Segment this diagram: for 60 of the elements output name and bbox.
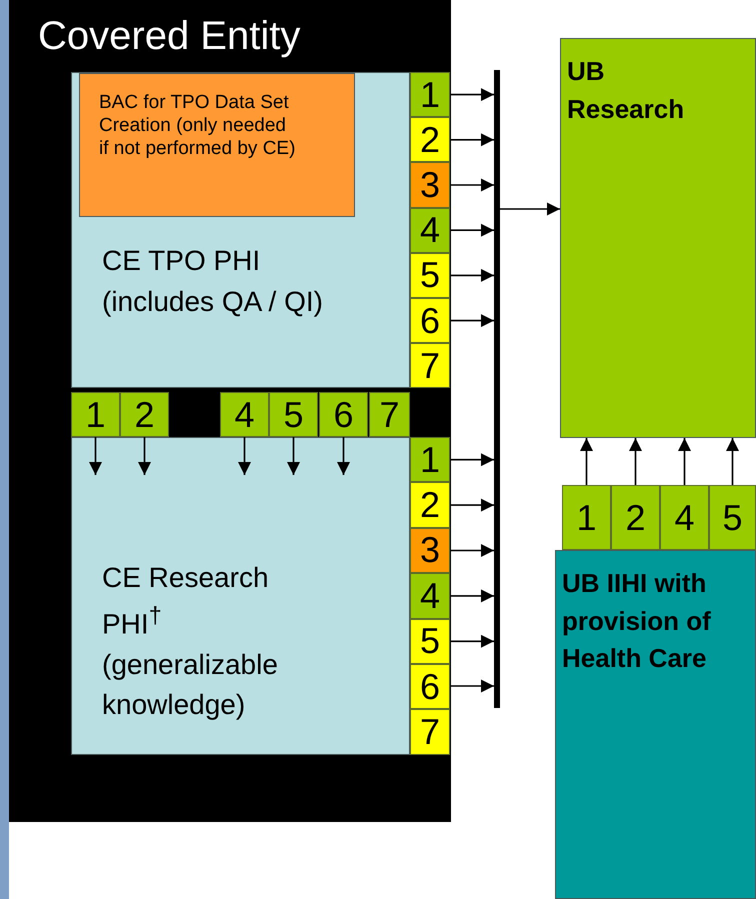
number-cell: 2 xyxy=(611,485,660,550)
number-cell: 3 xyxy=(410,162,450,208)
number-cell: 1 xyxy=(410,437,450,482)
arrow xyxy=(450,88,494,102)
number-cell: 3 xyxy=(410,528,450,574)
side-band xyxy=(0,0,9,899)
arrow xyxy=(678,438,691,485)
arrow xyxy=(337,437,350,475)
data-box xyxy=(71,437,410,755)
arrow xyxy=(580,438,593,485)
arrow xyxy=(450,133,494,146)
arrow xyxy=(450,680,494,692)
number-cell: 6 xyxy=(410,664,450,710)
number-cell: 1 xyxy=(562,485,611,550)
number-cell: 7 xyxy=(410,709,450,755)
data-box xyxy=(71,72,410,388)
arrow xyxy=(138,437,151,475)
number-cell: 1 xyxy=(410,72,450,118)
arrow xyxy=(450,589,494,602)
arrow xyxy=(450,268,494,282)
box-label: CE Research PHI$^{†}$ (generalizable knowledge) xyxy=(102,561,279,722)
arrow xyxy=(287,437,300,475)
arrow xyxy=(450,178,494,192)
arrow xyxy=(500,202,560,216)
arrow xyxy=(450,314,494,328)
arrow xyxy=(238,437,251,475)
box-label: CE TPO PHI (includes QA / QI) xyxy=(102,244,324,319)
entity-panel xyxy=(9,0,451,822)
box-label: BAC for TPO Data Set Creation (only needed if not performed by CE) xyxy=(99,92,296,160)
number-cell: 4 xyxy=(660,485,709,550)
box-label: UB IIHI with provision of Health Care xyxy=(562,567,712,676)
number-cell: 7 xyxy=(369,392,410,437)
number-cell: 4 xyxy=(410,208,450,253)
vertical-bar xyxy=(494,70,500,708)
number-cell: 4 xyxy=(410,573,450,619)
number-cell: 5 xyxy=(269,392,318,437)
number-cell: 2 xyxy=(410,482,450,528)
arrow xyxy=(450,224,494,237)
number-cell: 4 xyxy=(220,392,269,437)
label-box xyxy=(555,550,756,899)
arrow xyxy=(726,438,739,485)
arrow xyxy=(450,634,494,648)
arrow xyxy=(89,437,102,475)
number-cell: 5 xyxy=(410,618,450,664)
arrow xyxy=(450,498,494,512)
number-cell: 2 xyxy=(410,117,450,162)
number-cell: 7 xyxy=(410,343,450,388)
note-box xyxy=(79,73,355,217)
number-cell: 5 xyxy=(709,485,756,550)
arrow xyxy=(629,438,642,485)
panel-title: Covered Entity xyxy=(38,14,300,59)
number-cell: 1 xyxy=(71,392,120,437)
arrow xyxy=(450,453,494,466)
box-label: UB Research xyxy=(567,55,686,126)
number-cell: 6 xyxy=(410,298,450,344)
number-cell: 2 xyxy=(120,392,169,437)
number-cell: 6 xyxy=(319,392,368,437)
arrow xyxy=(450,544,494,557)
number-cell: 5 xyxy=(410,252,450,298)
label-box xyxy=(560,38,756,438)
